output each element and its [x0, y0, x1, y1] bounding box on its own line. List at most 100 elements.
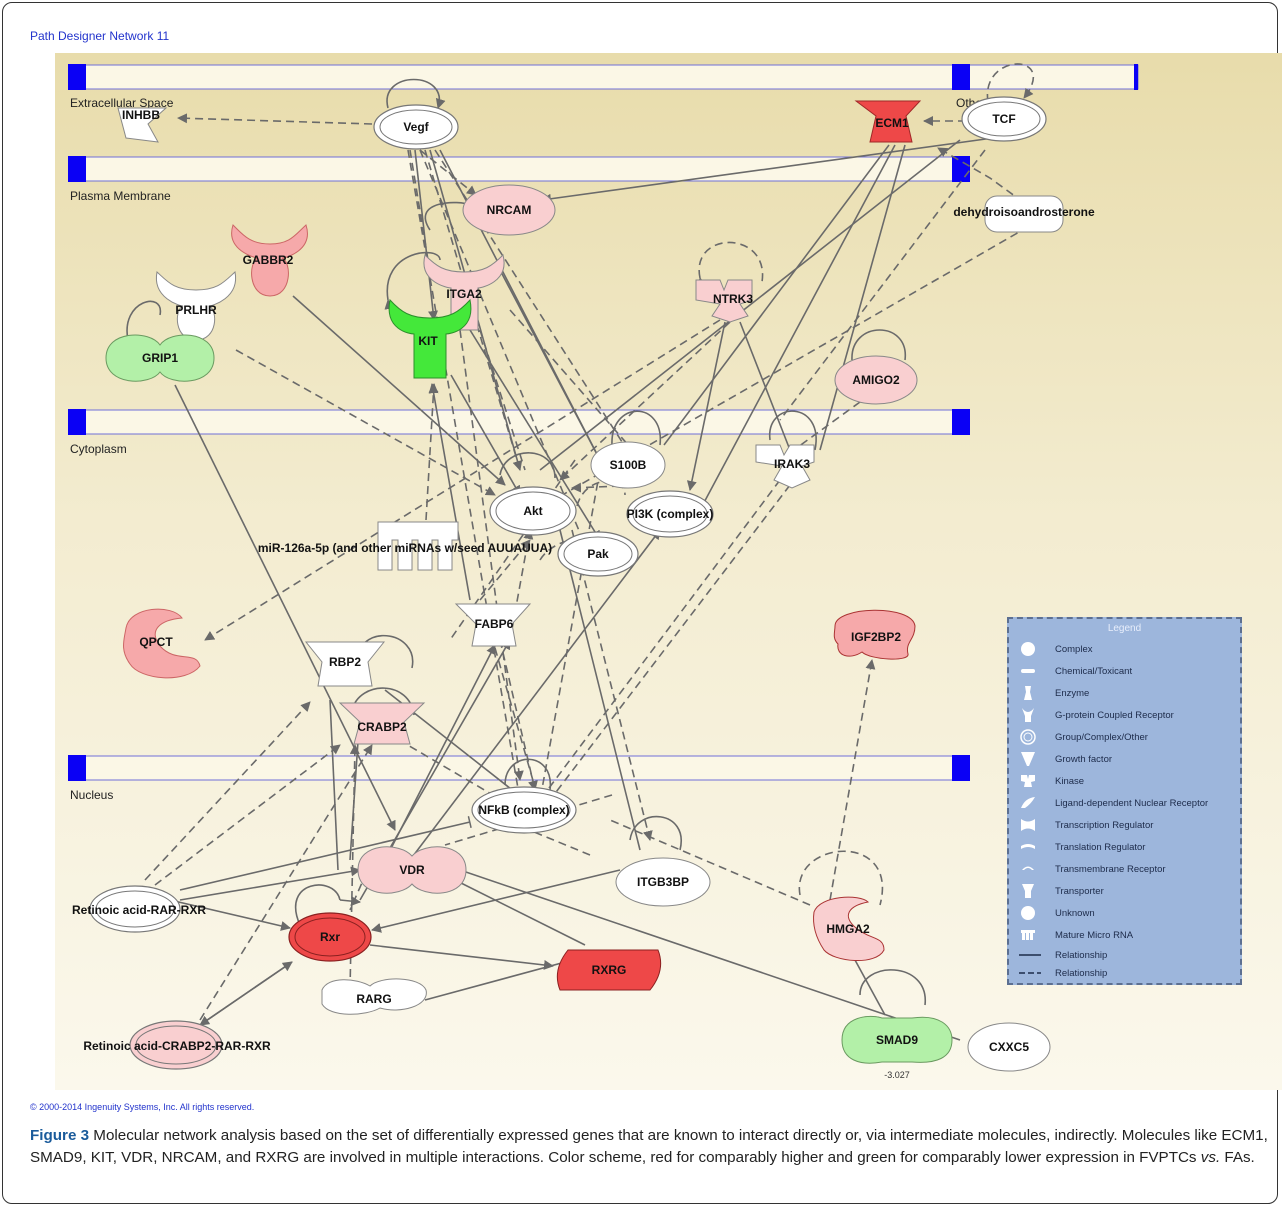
- growth-factor-icon: [1019, 750, 1043, 768]
- svg-text:AMIGO2: AMIGO2: [852, 373, 900, 387]
- node-nfkb-complex[interactable]: NFkB (complex): [471, 786, 577, 834]
- svg-text:PI3K (complex): PI3K (complex): [627, 507, 714, 521]
- relationship-edges: [124, 63, 1041, 1041]
- node-mirna[interactable]: miR-126a-5p (and other miRNAs w/seed AUU…: [258, 521, 552, 571]
- legend-item-complex: Complex: [1019, 639, 1093, 659]
- svg-text:VDR: VDR: [399, 863, 425, 877]
- svg-text:ITGB3BP: ITGB3BP: [637, 875, 689, 889]
- caption-end: FAs.: [1220, 1149, 1255, 1166]
- node-irak3[interactable]: IRAK3: [755, 444, 815, 489]
- complex-icon: [1019, 640, 1043, 658]
- microrna-icon: [1019, 926, 1043, 944]
- svg-text:Akt: Akt: [523, 504, 542, 518]
- node-retinoic-acid-rar-rxr[interactable]: Retinoic acid-RAR-RXR: [72, 885, 206, 933]
- svg-text:GABBR2: GABBR2: [243, 253, 294, 267]
- svg-text:Rxr: Rxr: [320, 930, 340, 944]
- node-gabbr2[interactable]: GABBR2: [231, 224, 308, 297]
- compartment-nucleus: Nucleus: [70, 788, 113, 802]
- svg-text:NRCAM: NRCAM: [487, 203, 532, 217]
- node-pak[interactable]: Pak: [557, 531, 639, 577]
- svg-text:RARG: RARG: [356, 992, 391, 1006]
- svg-text:Retinoic acid-CRABP2-RAR-RXR: Retinoic acid-CRABP2-RAR-RXR: [83, 1039, 271, 1053]
- node-akt[interactable]: Akt: [489, 486, 577, 536]
- node-ecm1[interactable]: ECM1: [854, 100, 922, 143]
- translation-regulator-icon: [1019, 838, 1043, 856]
- gpcr-icon: [1019, 706, 1043, 724]
- svg-text:PRLHR: PRLHR: [175, 303, 217, 317]
- node-pi3k-complex[interactable]: PI3K (complex): [626, 490, 714, 538]
- svg-text:RXRG: RXRG: [592, 963, 627, 977]
- legend-item-microrna: Mature Micro RNA: [1019, 925, 1133, 945]
- node-grip1[interactable]: GRIP1: [105, 334, 215, 382]
- legend-item-chemical: Chemical/Toxicant: [1019, 661, 1132, 681]
- network-canvas: Extracellular Space Other Plasma Membran…: [55, 53, 1282, 1090]
- node-dehydroisoandrosterone[interactable]: dehydroisoandrosterone: [953, 195, 1095, 233]
- svg-text:CRABP2: CRABP2: [357, 720, 407, 734]
- legend-item-transporter: Transporter: [1019, 881, 1104, 901]
- node-prlhr[interactable]: PRLHR: [156, 271, 236, 341]
- svg-text:FABP6: FABP6: [475, 617, 514, 631]
- transmembrane-receptor-icon: [1019, 860, 1043, 878]
- svg-text:ITGA2: ITGA2: [446, 287, 482, 301]
- network-diagram: Extracellular Space Other Plasma Membran…: [68, 63, 1139, 1080]
- node-ntrk3[interactable]: NTRK3: [695, 279, 753, 323]
- legend-title: Legend: [1107, 623, 1142, 634]
- node-qpct[interactable]: QPCT: [123, 608, 201, 679]
- node-crabp2[interactable]: CRABP2: [338, 702, 426, 745]
- legend-item-group: Group/Complex/Other: [1019, 727, 1148, 747]
- node-tcf[interactable]: TCF: [961, 96, 1047, 142]
- network-title: Path Designer Network 11: [30, 29, 170, 43]
- caption-label: Figure 3: [30, 1127, 90, 1144]
- svg-text:GRIP1: GRIP1: [142, 351, 178, 365]
- node-itgb3bp[interactable]: ITGB3BP: [615, 857, 711, 907]
- nuclear-receptor-icon: [1019, 794, 1043, 812]
- svg-text:NFkB (complex): NFkB (complex): [478, 803, 569, 817]
- svg-text:miR-126a-5p (and other miRNAs: miR-126a-5p (and other miRNAs w/seed AUU…: [258, 541, 552, 555]
- compartment-cytoplasm: Cytoplasm: [70, 442, 127, 456]
- node-nrcam[interactable]: NRCAM: [462, 184, 556, 236]
- svg-text:IGF2BP2: IGF2BP2: [851, 630, 901, 644]
- node-rxr[interactable]: Rxr: [288, 912, 372, 962]
- node-smad9[interactable]: SMAD9 -3.027: [841, 1015, 953, 1080]
- node-retinoic-acid-crabp2-rar-rxr[interactable]: Retinoic acid-CRABP2-RAR-RXR: [83, 1020, 271, 1070]
- node-vegf[interactable]: Vegf: [373, 104, 459, 150]
- legend-item-growth-factor: Growth factor: [1019, 749, 1112, 769]
- legend-item-transcription: Transcription Regulator: [1019, 815, 1153, 835]
- svg-text:Pak: Pak: [587, 547, 609, 561]
- node-cxxc5[interactable]: CXXC5: [967, 1022, 1051, 1072]
- legend-item-nuclear-receptor: Ligand-dependent Nuclear Receptor: [1019, 793, 1208, 813]
- svg-text:NTRK3: NTRK3: [713, 292, 753, 306]
- node-rarg[interactable]: RARG: [321, 978, 427, 1015]
- transcription-regulator-icon: [1019, 816, 1043, 834]
- svg-text:HMGA2: HMGA2: [826, 922, 870, 936]
- legend-item-transmembrane: Transmembrane Receptor: [1019, 859, 1166, 879]
- node-s100b[interactable]: S100B: [590, 441, 666, 489]
- node-amigo2[interactable]: AMIGO2: [834, 355, 918, 405]
- svg-text:Retinoic acid-RAR-RXR: Retinoic acid-RAR-RXR: [72, 903, 206, 917]
- legend-item-kinase: Kinase: [1019, 771, 1084, 791]
- node-vdr[interactable]: VDR: [357, 846, 467, 894]
- svg-text:S100B: S100B: [610, 458, 647, 472]
- dashed-line-icon: [1019, 964, 1043, 982]
- legend-item-gpcr: G-protein Coupled Receptor: [1019, 705, 1174, 725]
- legend-item-translation: Translation Regulator: [1019, 837, 1145, 857]
- solid-line-icon: [1019, 946, 1043, 964]
- svg-text:CXXC5: CXXC5: [989, 1040, 1029, 1054]
- node-igf2bp2[interactable]: IGF2BP2: [833, 609, 916, 660]
- node-fabp6[interactable]: FABP6: [454, 603, 532, 647]
- compartment-plasma-membrane: Plasma Membrane: [70, 189, 171, 203]
- node-itga2[interactable]: ITGA2: [423, 254, 505, 331]
- node-rbp2[interactable]: RBP2: [304, 641, 386, 687]
- group-icon: [1019, 728, 1043, 746]
- legend-item-solid-relationship: Relationship: [1019, 945, 1107, 965]
- node-kit[interactable]: KIT: [388, 298, 472, 379]
- node-hmga2[interactable]: HMGA2: [813, 896, 885, 962]
- node-INHBB[interactable]: INHBB: [117, 107, 168, 143]
- enzyme-icon: [1019, 684, 1043, 702]
- svg-text:RBP2: RBP2: [329, 655, 361, 669]
- svg-text:dehydroisoandrosterone: dehydroisoandrosterone: [953, 205, 1095, 219]
- node-rxrg[interactable]: RXRG: [556, 949, 662, 991]
- caption-vs: vs.: [1200, 1149, 1221, 1166]
- caption-text: Molecular network analysis based on the …: [30, 1127, 1268, 1166]
- svg-text:QPCT: QPCT: [139, 635, 173, 649]
